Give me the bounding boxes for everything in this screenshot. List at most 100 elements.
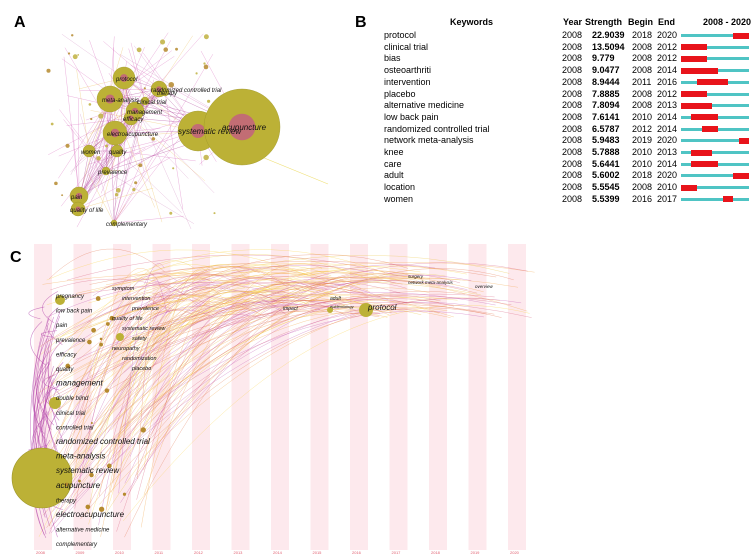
strength-cell: 9.779 (592, 53, 615, 64)
timeline-arc (57, 265, 374, 358)
network-label: protocol (115, 77, 138, 83)
timeline-arc (55, 293, 495, 396)
timeline-arc (72, 301, 298, 456)
network-node-small (105, 144, 108, 148)
year-cell: 2008 (562, 30, 583, 40)
timeline-bar (681, 161, 749, 168)
burst-segment (681, 91, 708, 97)
network-edge (123, 77, 177, 121)
burst-segment (696, 79, 729, 86)
network-label: efficacy (123, 117, 144, 123)
burst-segment (733, 32, 749, 39)
end-cell: 2017 (657, 193, 678, 204)
network-node-small (132, 188, 136, 192)
timeline-label: prevalence (55, 338, 86, 344)
network-node-small (71, 34, 74, 37)
year-label: 2011 (155, 550, 164, 555)
timeline-arc (80, 307, 502, 520)
timeline-arc (28, 306, 45, 320)
timeline-bar (681, 149, 749, 156)
keyword-cell: placebo (384, 88, 416, 99)
timeline-node (64, 482, 69, 487)
timeline-label: efficacy (56, 352, 77, 358)
burst-segment (681, 67, 718, 74)
network-node-small (65, 143, 70, 148)
begin-cell: 2011 (632, 76, 652, 87)
timeline-bar (681, 172, 749, 179)
year-label: 2017 (392, 550, 402, 555)
burst-segment (691, 161, 718, 168)
timeline-label: electroacupuncture (56, 510, 125, 519)
timeline-arc (39, 312, 379, 504)
timeline-arc (47, 279, 246, 392)
network-node-core (156, 86, 162, 92)
network-edge (105, 147, 146, 172)
year-cell: 2008 (562, 41, 583, 52)
end-cell: 2014 (657, 111, 678, 122)
timeline-node (104, 388, 110, 393)
network-node-small (168, 81, 175, 88)
timeline-arc (98, 277, 213, 497)
timeline-label: randomized controlled trial (56, 437, 150, 446)
timeline-label: surgery (408, 274, 424, 279)
network-node-small (175, 47, 178, 51)
keyword-cell: adult (384, 170, 404, 181)
timeline-arc (143, 263, 323, 495)
timeline-label: randomization (122, 356, 157, 362)
strength-cell: 5.9483 (592, 135, 620, 146)
strength-cell: 6.5787 (592, 123, 620, 134)
timeline-bar (681, 32, 749, 39)
timeline-label: double blind (56, 396, 89, 402)
timeline-node (78, 479, 81, 483)
network-node-small (90, 117, 93, 121)
network-node-core (128, 115, 134, 121)
timeline-node (90, 421, 93, 425)
timeline-arc (89, 304, 495, 402)
timeline-arc (127, 282, 407, 495)
strength-cell: 5.6002 (592, 170, 620, 181)
timeline-arc (39, 299, 393, 405)
year-cell: 2008 (562, 123, 583, 134)
timeline-node (122, 492, 127, 496)
strength-cell: 22.9039 (592, 30, 625, 40)
burst-segment (681, 44, 708, 51)
timeline-label: intervention (122, 296, 150, 302)
network-node-small (143, 87, 146, 90)
timeline-arc (40, 291, 267, 458)
network-edge (61, 58, 136, 112)
timeline-arc (121, 278, 327, 391)
timeline-node (116, 333, 124, 341)
timeline-bar (681, 196, 749, 203)
header-year: Year (563, 17, 583, 27)
keyword-cell: care (384, 158, 402, 169)
year-label: 2013 (234, 550, 244, 555)
timeline-arc (43, 374, 60, 391)
timeline-arc (30, 332, 47, 535)
year-label: 2019 (471, 550, 481, 555)
timeline-node (105, 322, 110, 326)
timeline-label: placebo (131, 366, 151, 372)
timeline-arc (42, 291, 466, 516)
year-label: 2014 (273, 550, 283, 555)
end-cell: 2020 (657, 135, 678, 146)
network-node-small (213, 212, 216, 215)
timeline-arc (48, 266, 320, 490)
timeline-label: neuropathy (112, 346, 141, 352)
timeline-arc (89, 298, 455, 476)
network-label: therapy (157, 91, 178, 97)
year-cell: 2008 (562, 193, 583, 204)
panel-label-b: B (355, 14, 367, 31)
header-range: 2008 - 2020 (703, 17, 752, 27)
timeline-arc (93, 314, 261, 424)
timeline-arc (51, 309, 193, 496)
year-band (310, 244, 329, 550)
timeline-arc (75, 291, 496, 360)
end-cell: 2014 (657, 123, 678, 134)
timeline-arc (92, 278, 198, 306)
timeline-label: systematic review (56, 466, 120, 475)
year-cell: 2008 (562, 147, 583, 157)
